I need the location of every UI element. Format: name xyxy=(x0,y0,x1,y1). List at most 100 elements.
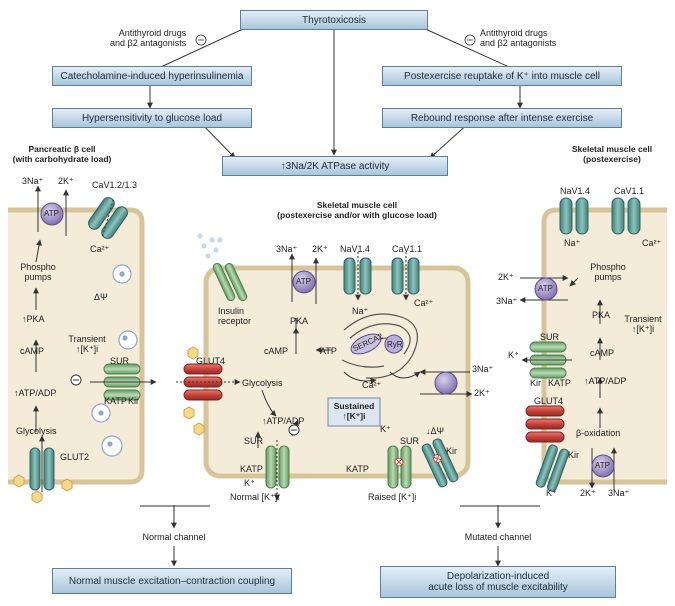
middle-k-mid-label: K⁺ xyxy=(380,424,391,434)
left-kir-label: Kir xyxy=(128,396,139,406)
inhibit-circles xyxy=(195,34,476,46)
normal-channel-label: Normal channel xyxy=(142,532,206,542)
right-k-label: K⁺ xyxy=(508,350,519,360)
middle-ca-inner-label: Ca²⁺ xyxy=(362,380,382,390)
normal-outcome-label: Normal muscle excitation–contraction cou… xyxy=(68,575,276,587)
hypersensitivity-box: Hypersensitivity to glucose load xyxy=(52,108,252,128)
right-cav-channel xyxy=(611,197,641,235)
mutated-channel-label: Mutated channel xyxy=(464,532,532,542)
left-atp-adp-label: ↑ATP/ADP xyxy=(14,388,57,398)
mutated-outcome-label: Depolarization-induced acute loss of mus… xyxy=(428,571,568,593)
drugs-left-label: Antithyroid drugs and β2 antagonists xyxy=(110,28,187,48)
right-nav-label: NaV1.4 xyxy=(560,186,591,196)
right-atp-bottom-label: ATP xyxy=(595,461,610,470)
middle-na-label: Na⁺ xyxy=(352,306,369,316)
left-glut2-label: GLUT2 xyxy=(60,452,90,462)
right-kir-label: Kir xyxy=(530,378,541,388)
right-k2-bottom-label: 2K⁺ xyxy=(580,488,596,498)
middle-hexagons xyxy=(183,346,205,436)
sustained-box xyxy=(327,397,381,427)
hyperinsulinemia-box: Catecholamine-induced hyperinsulinemia xyxy=(52,66,252,86)
middle-pka-label: PKA xyxy=(290,316,309,326)
right-phospho-label: Phospho pumps xyxy=(590,262,626,282)
middle-cav-channel xyxy=(391,252,420,301)
left-cav-label: CaV1.2/1.3 xyxy=(92,180,138,190)
serca-pump xyxy=(350,333,382,355)
middle-atp-pump-top xyxy=(289,253,319,304)
right-katp-label: KATP xyxy=(548,378,571,388)
middle-nav-channel xyxy=(343,252,372,301)
right-atp-adp-label: ↑ATP/ADP xyxy=(584,376,627,386)
middle-delta-psi-label: ↓ΔΨ xyxy=(426,426,445,436)
middle-atp-label: ATP xyxy=(296,277,311,286)
left-katp-label: KATP xyxy=(104,396,127,406)
left-cell-title: Pancreatic β cell (with carbohydrate loa… xyxy=(12,144,112,164)
beta-oxidation-label: β-oxidation xyxy=(576,428,621,438)
middle-nav-label: NaV1.4 xyxy=(340,244,371,254)
middle-ca-label: Ca²⁺ xyxy=(414,298,434,308)
right-atp-label: ATP xyxy=(538,284,553,293)
hyperinsulinemia-label: Catecholamine-induced hyperinsulinemia xyxy=(60,70,244,82)
middle-na3-right-label: 3Na⁺ xyxy=(472,364,494,374)
right-na3-bottom-label: 3Na⁺ xyxy=(608,488,630,498)
left-cav-channel xyxy=(88,197,128,239)
right-cav-label: CaV1.1 xyxy=(614,186,645,196)
normal-outcome-box: Normal muscle excitation–contraction cou… xyxy=(52,568,292,594)
right-arrows xyxy=(569,277,603,428)
left-transient-label: Transient ↑[K⁺]i xyxy=(68,334,106,354)
left-glycolysis-label: Glycolysis xyxy=(16,426,57,436)
right-glut4 xyxy=(525,405,565,443)
right-kir-bottom-label: Kir xyxy=(568,450,579,460)
left-sur-label: SUR xyxy=(110,356,130,366)
middle-atp-adp-label: ↑ATP/ADP xyxy=(262,416,305,426)
right-cell-title: Skeletal muscle cell (postexercise) xyxy=(571,144,653,164)
left-pka-label: ↑PKA xyxy=(22,314,45,324)
left-hexagons xyxy=(13,474,73,504)
right-camp-label: cAMP xyxy=(590,348,615,358)
right-pka-label: PKA xyxy=(592,310,611,320)
right-transient-label: Transient ↑[K⁺]i xyxy=(624,314,662,334)
right-na-label: Na⁺ xyxy=(564,238,581,248)
ryr-channel xyxy=(384,334,404,354)
middle-glycolysis-label: Glycolysis xyxy=(242,378,283,388)
middle-katp-left-label: KATP xyxy=(240,464,263,474)
left-na3-label: 3Na⁺ xyxy=(22,176,44,186)
right-kir-channel xyxy=(535,444,570,492)
middle-katp-right-label: KATP xyxy=(346,464,369,474)
right-nav-channel xyxy=(559,197,589,235)
atpase-label: ↑3Na/2K ATPase activity xyxy=(280,160,390,172)
postexercise-reuptake-box: Postexercise reuptake of K⁺ into muscle … xyxy=(382,66,622,86)
thyrotoxicosis-label: Thyrotoxicosis xyxy=(302,14,366,26)
middle-cell-title: Skeletal muscle cell (postexercise and/o… xyxy=(277,200,437,220)
right-glut4-label: GLUT4 xyxy=(534,396,564,406)
left-arrows xyxy=(33,239,82,432)
middle-katp-left xyxy=(265,440,290,501)
insulin-receptor-label: Insulin receptor xyxy=(218,306,252,326)
left-sur-katp xyxy=(90,363,157,401)
middle-kir-channel xyxy=(421,438,459,488)
hypersensitivity-label: Hypersensitivity to glucose load xyxy=(81,112,223,124)
middle-kir-label: Kir xyxy=(446,446,457,456)
rebound-label: Rebound response after intense exercise xyxy=(410,112,594,124)
right-sur-katp xyxy=(521,341,572,379)
right-sur-label: SUR xyxy=(540,332,560,342)
thyrotoxicosis-box: Thyrotoxicosis xyxy=(240,10,428,30)
left-atp-label: ATP xyxy=(44,209,59,218)
middle-cav-label: CaV1.1 xyxy=(392,244,423,254)
middle-katp-right xyxy=(387,445,412,489)
right-k2-label: 2K⁺ xyxy=(498,272,514,282)
right-atp-pump xyxy=(519,275,569,303)
middle-arrows xyxy=(255,318,421,448)
left-delta-psi-label: ΔΨ xyxy=(94,292,108,302)
left-k2-label: 2K⁺ xyxy=(58,176,74,186)
rebound-box: Rebound response after intense exercise xyxy=(382,108,622,128)
right-na3-label: 3Na⁺ xyxy=(496,296,518,306)
middle-k-left-label: K⁺ xyxy=(244,478,255,488)
middle-glut4-label: GLUT4 xyxy=(196,356,226,366)
middle-k2-label: 2K⁺ xyxy=(312,244,328,254)
postexercise-reuptake-label: Postexercise reuptake of K⁺ into muscle … xyxy=(404,70,600,82)
left-atp-pump xyxy=(35,185,69,236)
insulin-receptor xyxy=(197,233,248,302)
middle-atp-pump-right xyxy=(419,369,473,397)
